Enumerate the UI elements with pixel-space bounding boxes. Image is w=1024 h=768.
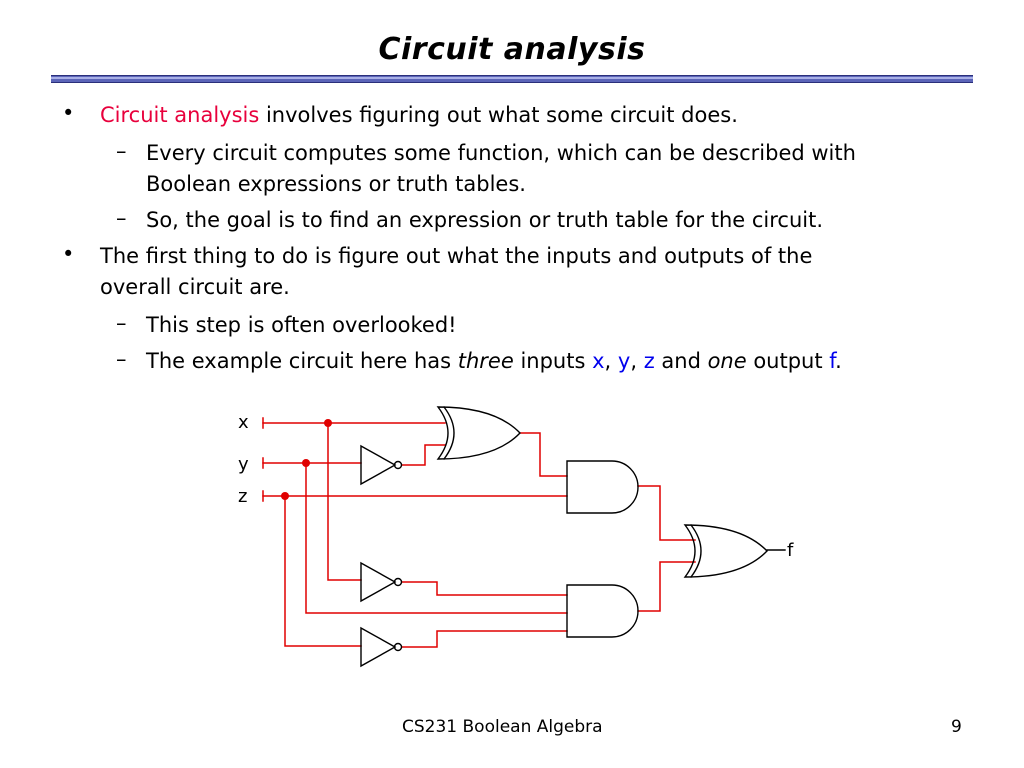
bullet-1-sub-1-line-1: Every circuit computes some function, wh… [146, 141, 856, 165]
input-z-ref: z [643, 349, 655, 373]
title-divider [51, 75, 973, 83]
wire-not-y [401, 444, 446, 466]
dash-marker: – [116, 347, 127, 371]
input-x-ref: x [592, 349, 605, 373]
or-gate-2 [683, 524, 768, 578]
text-segment: , [630, 349, 644, 373]
input-y-label: y [238, 454, 249, 475]
junction-dot [302, 459, 310, 467]
not-gate-x [360, 561, 397, 603]
wire-and2-out [637, 561, 696, 612]
input-z-label: z [238, 486, 247, 507]
and-gate-1 [566, 460, 639, 514]
wire-or1-out [519, 432, 568, 477]
junction-dots [281, 419, 332, 500]
or-gate-2-back [690, 524, 702, 578]
or-gate-1-back [443, 406, 455, 460]
text-segment: , [604, 349, 618, 373]
bullet-marker: • [62, 101, 75, 125]
slide-title: Circuit analysis [378, 32, 646, 67]
gates [360, 406, 786, 668]
input-x-label: x [238, 412, 249, 433]
junction-dot [324, 419, 332, 427]
bullet-2-line-1: The first thing to do is figure out what… [100, 244, 813, 268]
text-segment: The example circuit here has [146, 349, 458, 373]
bullet-2-line-2: overall circuit are. [100, 275, 290, 299]
title-divider-highlight [51, 77, 973, 79]
dash-marker: – [116, 139, 127, 163]
wire-not-z [401, 630, 568, 648]
wire-z-branch [284, 495, 362, 647]
text-segment: . [835, 349, 842, 373]
text-segment: and [654, 349, 708, 373]
or-gate-1 [436, 406, 521, 460]
bullet-marker: • [62, 242, 75, 266]
bullet-1-sub-1-line-2: Boolean expressions or truth tables. [146, 172, 526, 196]
emphasis-one: one [707, 349, 747, 373]
dash-marker: – [116, 206, 127, 230]
emphasis-three: three [457, 349, 514, 373]
text-segment: output [746, 349, 830, 373]
output-f-ref: f [829, 349, 836, 373]
wire-and1-out [637, 485, 696, 541]
wire-x-branch [327, 422, 362, 581]
not-gate-z-bubble [393, 642, 403, 652]
not-gate-z [360, 626, 397, 668]
footer-page-number: 9 [951, 717, 962, 737]
wires [262, 417, 696, 648]
circuit-analysis-highlight: Circuit analysis [100, 103, 260, 127]
bullet-1-sub-2: So, the goal is to find an expression or… [146, 208, 824, 232]
dash-marker: – [116, 311, 127, 335]
bullet-1-rest: involves figuring out what some circuit … [259, 103, 738, 127]
footer-course: CS231 Boolean Algebra [402, 717, 603, 737]
wire-not-x [401, 581, 568, 596]
text-segment: inputs [513, 349, 593, 373]
bullet-2-sub-1: This step is often overlooked! [146, 313, 457, 337]
not-gate-y-bubble [393, 460, 403, 470]
not-gate-x-bubble [393, 577, 403, 587]
wire-y-branch [305, 462, 568, 614]
output-f-label: f [787, 540, 794, 561]
not-gate-y [360, 444, 397, 486]
bullet-2-sub-2: The example circuit here has three input… [146, 347, 842, 375]
bullet-1-text: Circuit analysis involves figuring out w… [100, 101, 738, 129]
junction-dot [281, 492, 289, 500]
and-gate-2 [566, 584, 639, 638]
input-y-ref: y [617, 349, 631, 373]
